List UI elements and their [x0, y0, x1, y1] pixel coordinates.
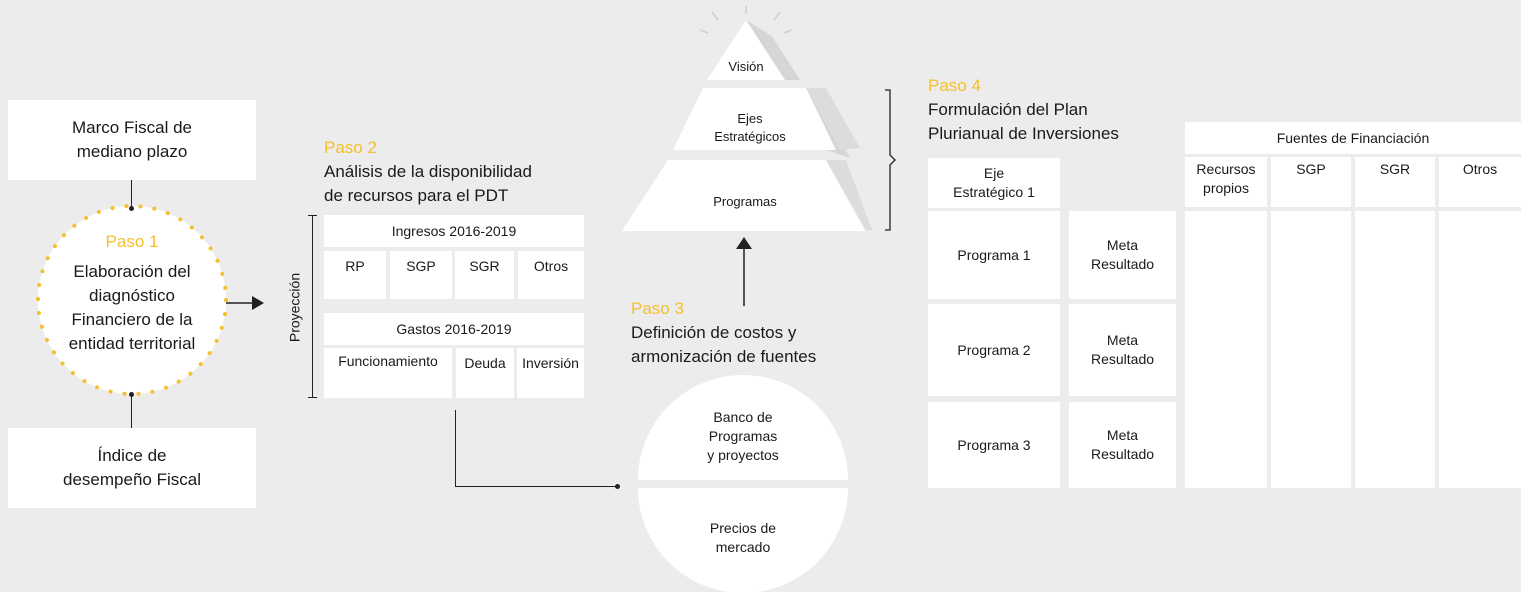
fuentes-value-otros: [1439, 211, 1521, 488]
paso1-title: Elaboración del diagnóstico Financiero d…: [68, 262, 196, 353]
paso2-heading: Paso 2 Análisis de la disponibilidad de …: [324, 136, 532, 208]
gastos-header: Gastos 2016-2019: [324, 313, 584, 345]
ingresos-col-rp: RP: [324, 251, 386, 299]
programa-3-label: Programa 3: [957, 436, 1031, 453]
paso4-label: Paso 4: [928, 76, 981, 95]
indice-box: Índice de desempeño Fiscal: [8, 428, 256, 508]
fuentes-col-sgr-label: SGR: [1379, 161, 1411, 177]
paso4-title: Formulación del Plan Plurianual de Inver…: [928, 100, 1119, 143]
programa-3-box: Programa 3: [928, 402, 1060, 488]
indice-label: Índice de desempeño Fiscal: [63, 446, 201, 489]
proyeccion-bracket-top: [308, 215, 317, 217]
arrow-paso1-paso2-head: [252, 296, 264, 310]
ingresos-col-sgr: SGR: [455, 251, 514, 299]
precios-label: Precios de mercado: [709, 520, 777, 555]
ingresos-header-label: Ingresos 2016-2019: [391, 222, 517, 239]
proyeccion-bracket: [312, 215, 314, 398]
connector-gastos-down: [455, 410, 457, 487]
proyeccion-label: Proyección: [286, 272, 303, 343]
programa-1-label: Programa 1: [957, 246, 1031, 263]
paso3-title: Definición de costos y armonización de f…: [631, 323, 817, 366]
fuentes-value-recursos: [1185, 211, 1267, 488]
programa-1-box: Programa 1: [928, 211, 1060, 299]
connector-gastos-right: [455, 486, 617, 488]
ingresos-col-otros: Otros: [518, 251, 584, 299]
gastos-col-funcionamiento-label: Funcionamiento: [338, 353, 438, 369]
paso4-heading: Paso 4 Formulación del Plan Plurianual d…: [928, 74, 1119, 146]
meta-1-box: Meta Resultado: [1069, 211, 1176, 299]
pyramid-rays: [699, 6, 793, 34]
fuentes-col-sgp-label: SGP: [1296, 161, 1326, 177]
ingresos-col-rp-label: RP: [345, 258, 365, 274]
meta-2-label: Meta Resultado: [1090, 332, 1155, 367]
gastos-col-inversion-label: Inversión: [522, 355, 579, 371]
ingresos-col-sgp: SGP: [390, 251, 452, 299]
paso3-heading: Paso 3 Definición de costos y armonizaci…: [631, 297, 816, 369]
programa-2-box: Programa 2: [928, 304, 1060, 396]
meta-3-label: Meta Resultado: [1090, 427, 1155, 462]
paso2-label: Paso 2: [324, 138, 377, 157]
gastos-col-inversion: Inversión: [517, 348, 584, 398]
gastos-col-deuda: Deuda: [456, 348, 514, 398]
pyramid-vision-label: Visión: [728, 59, 764, 74]
fuentes-col-recursos: Recursos propios: [1185, 157, 1267, 207]
ingresos-col-otros-label: Otros: [533, 258, 569, 274]
gastos-col-deuda-label: Deuda: [464, 355, 506, 371]
paso1-label: Paso 1: [105, 232, 159, 251]
pyramid-level-vision: [707, 20, 785, 80]
gastos-col-funcionamiento: Funcionamiento: [324, 348, 452, 398]
pyramid-shadow-edge2: [826, 160, 872, 230]
pyramid-programas-label: Programas: [713, 194, 777, 209]
paso3-label: Paso 3: [631, 299, 684, 318]
connector-marco-line: [131, 180, 133, 210]
fuentes-value-sgp: [1271, 211, 1351, 488]
fuentes-col-sgp: SGP: [1271, 157, 1351, 207]
paso4-brace: [885, 89, 896, 231]
meta-2-box: Meta Resultado: [1069, 304, 1176, 396]
pyramid-shadow-top: [746, 20, 800, 80]
fuentes-col-sgr: SGR: [1355, 157, 1435, 207]
eje-estrategico-box: Eje Estratégico 1: [928, 158, 1060, 208]
proyeccion-bracket-bottom: [308, 397, 317, 399]
meta-3-box: Meta Resultado: [1069, 402, 1176, 488]
fuentes-header: Fuentes de Financiación: [1185, 122, 1521, 154]
fuentes-header-label: Fuentes de Financiación: [1276, 129, 1430, 146]
ingresos-header: Ingresos 2016-2019: [324, 215, 584, 247]
banco-half-circle: [638, 375, 848, 480]
paso1-circle: [36, 204, 228, 396]
pyramid-ejes-label: Ejes Estratégicos: [714, 111, 786, 144]
pyramid-level-programas: [622, 160, 865, 231]
meta-1-label: Meta Resultado: [1090, 237, 1155, 272]
connector-indice-line: [131, 396, 133, 428]
banco-label: Banco de Programas y proyectos: [707, 409, 779, 463]
fuentes-col-otros: Otros: [1439, 157, 1521, 207]
arrow-up-head: [736, 237, 752, 249]
ingresos-col-sgp-label: SGP: [406, 258, 436, 274]
paso2-title: Análisis de la disponibilidad de recurso…: [324, 162, 532, 205]
marco-fiscal-label: Marco Fiscal de mediano plazo: [72, 118, 192, 161]
fuentes-col-otros-label: Otros: [1462, 161, 1498, 177]
marco-fiscal-box: Marco Fiscal de mediano plazo: [8, 100, 256, 180]
pyramid-level-ejes: [673, 88, 836, 150]
ingresos-col-sgr-label: SGR: [469, 258, 500, 274]
fuentes-col-recursos-label: Recursos propios: [1196, 161, 1256, 196]
connector-gastos-dot: [615, 484, 620, 489]
fuentes-value-sgr: [1355, 211, 1435, 488]
connector-indice-dot: [129, 392, 134, 397]
programa-2-label: Programa 2: [957, 341, 1031, 358]
pyramid-shadow-edge: [806, 88, 860, 150]
precios-half-circle: [638, 488, 848, 592]
paso1-block: Paso 1 Elaboración del diagnóstico Finan…: [40, 230, 224, 356]
connector-marco-dot: [129, 206, 134, 211]
gastos-header-label: Gastos 2016-2019: [396, 320, 512, 337]
eje-estrategico-label: Eje Estratégico 1: [953, 165, 1035, 200]
